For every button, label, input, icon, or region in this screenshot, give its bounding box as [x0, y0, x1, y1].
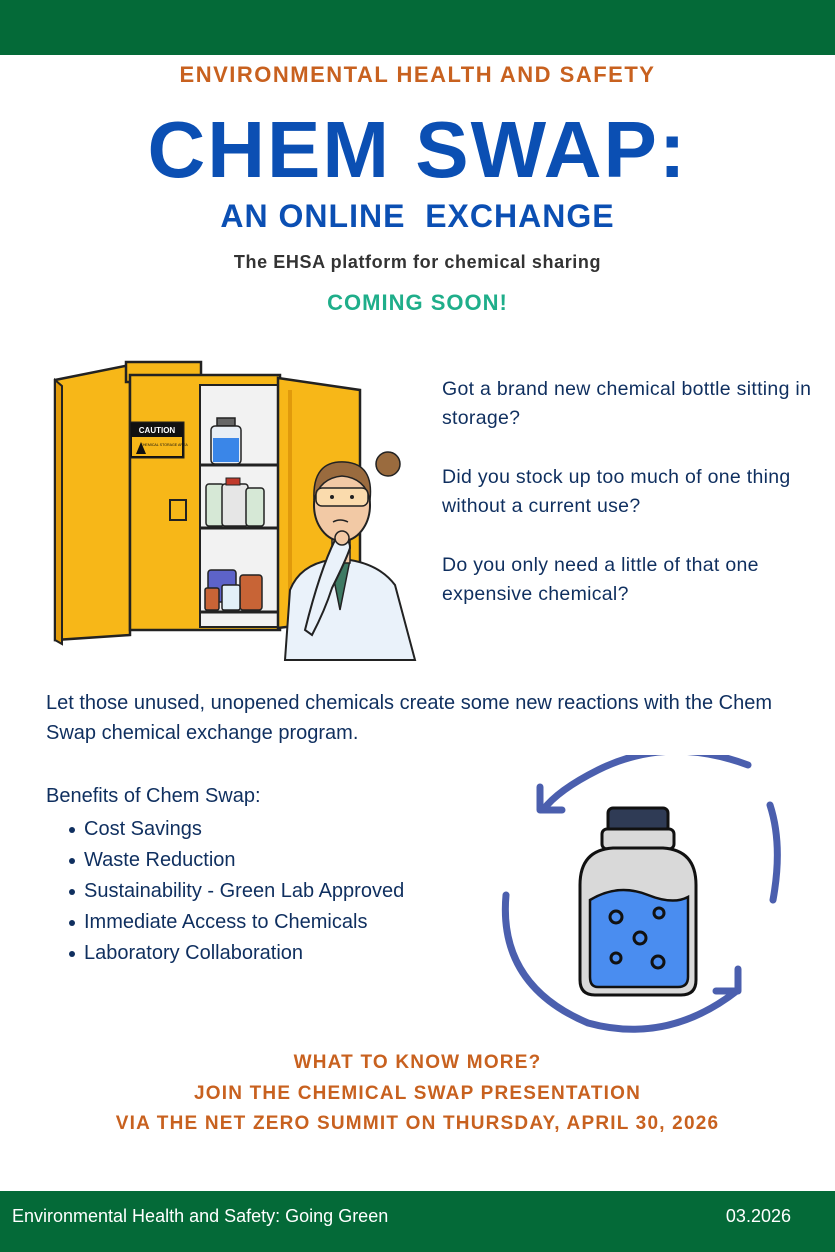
page-subtitle: AN ONLINE EXCHANGE: [220, 198, 615, 234]
benefit-label: Immediate Access to Chemicals: [84, 911, 368, 933]
list-item: Cost Savings: [46, 814, 404, 845]
list-item: Sustainability - Green Lab Approved: [46, 876, 404, 907]
recycle-jar-icon: [501, 755, 781, 1033]
bullet-icon: [69, 889, 75, 895]
question-1: Got a brand new chemical bottle sitting …: [442, 378, 812, 429]
cta-line-2: JOIN THE CHEMICAL SWAP PRESENTATION: [193, 1083, 642, 1104]
benefits-list: Cost Savings Waste Reduction Sustainabil…: [46, 814, 404, 969]
caution-label: CAUTION: [139, 426, 176, 435]
scientist-figure: [283, 451, 417, 661]
bullet-icon: [69, 951, 75, 957]
benefits-title: Benefits of Chem Swap:: [46, 785, 261, 807]
footer-bar: Environmental Health and Safety: Going G…: [0, 1191, 835, 1252]
question-2: Did you stock up too much of one thing w…: [442, 466, 791, 517]
shelf-bottles: [204, 417, 265, 611]
footer-date: 03.2026: [725, 1206, 791, 1226]
benefit-label: Sustainability - Green Lab Approved: [84, 880, 405, 902]
benefit-label: Cost Savings: [84, 818, 202, 840]
cabinet-scientist-illustration: CAUTION CHEMICAL STORAGE AREA: [53, 360, 417, 661]
org-heading: ENVIRONMENTAL HEALTH AND SAFETY: [179, 62, 656, 87]
list-item: Laboratory Collaboration: [46, 938, 404, 969]
bullet-icon: [69, 858, 75, 864]
storage-label: CHEMICAL STORAGE AREA: [140, 443, 188, 447]
list-item: Immediate Access to Chemicals: [46, 907, 404, 938]
page-title: CHEM SWAP:: [147, 105, 688, 194]
bullet-icon: [69, 920, 75, 926]
caution-sign: CAUTION CHEMICAL STORAGE AREA: [129, 421, 188, 459]
cabinet-left-door: [53, 360, 203, 646]
bullet-icon: [69, 827, 75, 833]
intro-text: Let those unused, unopened chemicals cre…: [46, 692, 772, 744]
coming-soon-badge: COMING SOON!: [327, 290, 508, 315]
top-banner: [0, 0, 835, 55]
cta-line-3: VIA THE NET ZERO SUMMIT ON THURSDAY, APR…: [115, 1113, 720, 1134]
list-item: Waste Reduction: [46, 845, 404, 876]
questions-block: Got a brand new chemical bottle sitting …: [442, 375, 812, 639]
benefit-label: Waste Reduction: [84, 849, 236, 871]
benefit-label: Laboratory Collaboration: [84, 942, 304, 964]
question-3: Do you only need a little of that one ex…: [442, 554, 759, 605]
cta-line-1: WHAT TO KNOW MORE?: [293, 1052, 542, 1073]
tagline: The EHSA platform for chemical sharing: [233, 252, 602, 272]
footer-title: Environmental Health and Safety: Going G…: [12, 1206, 389, 1226]
